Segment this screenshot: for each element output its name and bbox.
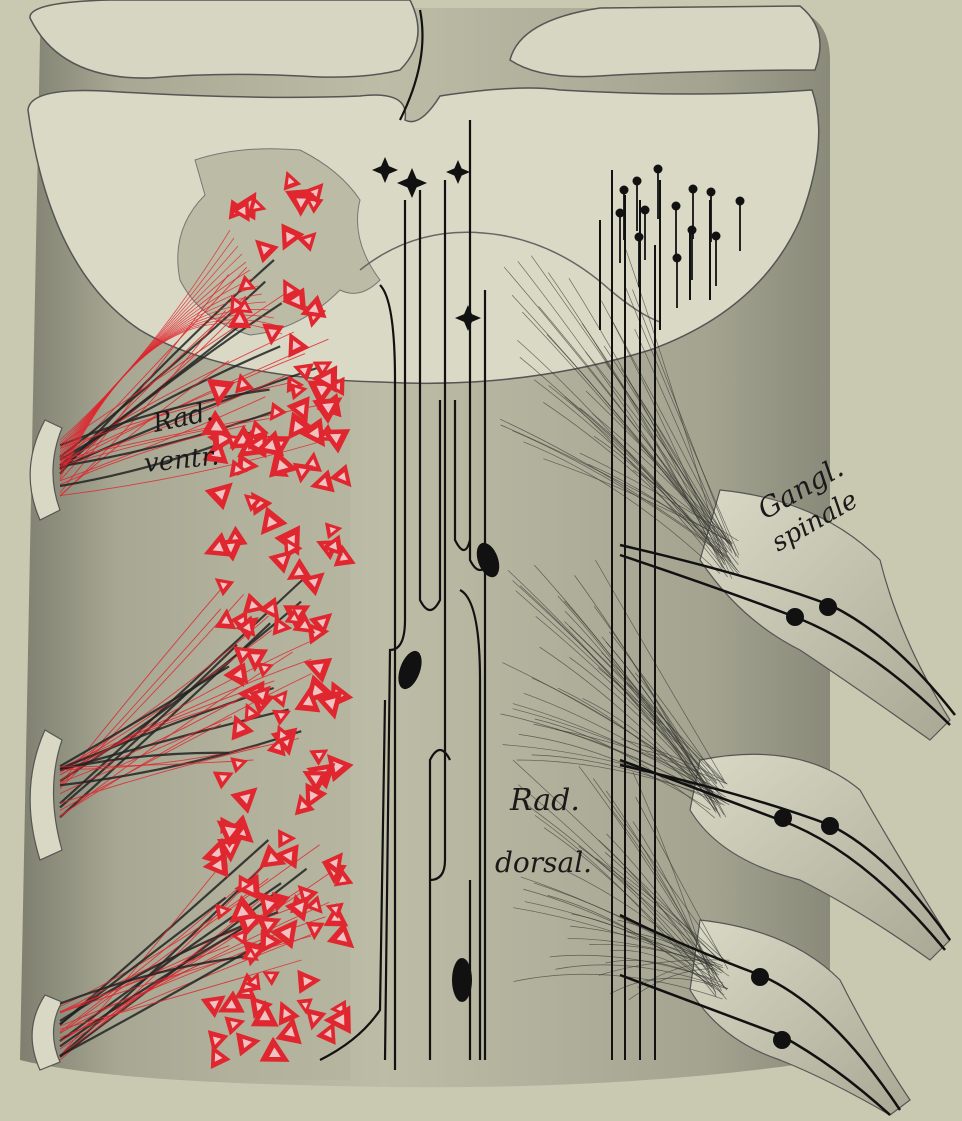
ganglion-cell-icon	[821, 817, 839, 835]
label-rad-dorsal-line2: dorsal.	[495, 846, 592, 879]
label-rad-dorsal-line1: Rad.	[509, 783, 580, 818]
ganglion-cell-icon	[819, 598, 837, 616]
cross-section-top-left	[30, 0, 418, 78]
neuron-soma-icon	[452, 958, 472, 1002]
ganglion-cell-icon	[786, 608, 804, 626]
ganglion-cell-icon	[751, 968, 769, 986]
ganglion-cell-icon	[773, 1031, 791, 1049]
ganglion-cell-icon	[774, 809, 792, 827]
